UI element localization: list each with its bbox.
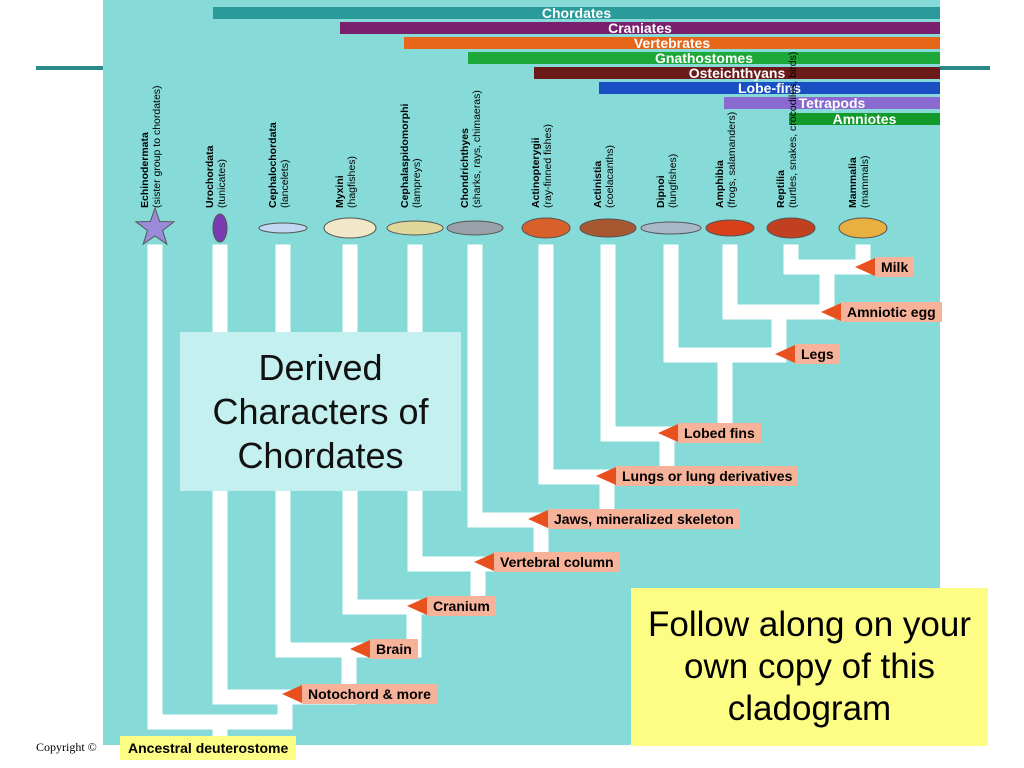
sea-star-icon	[134, 206, 176, 246]
character-arrow-icon	[596, 467, 616, 485]
lancelet-icon	[258, 222, 308, 234]
taxon-common-name: (lungfishes)	[667, 153, 679, 208]
derived-character-cranium: Cranium	[427, 596, 496, 616]
follow-along-text: Follow along on your own copy of this cl…	[648, 605, 971, 728]
clade-bar-osteichthyans: Osteichthyans	[534, 65, 940, 81]
character-arrow-icon	[282, 685, 302, 703]
derived-character-notochord-more: Notochord & more	[302, 684, 437, 704]
follow-along-note: Follow along on your own copy of this cl…	[631, 588, 988, 746]
clade-bar-label: Vertebrates	[633, 35, 711, 51]
taxon-name: Actinistia	[592, 160, 604, 208]
taxon-common-name: (lampreys)	[411, 158, 423, 208]
taxon-common-name: (lancelets)	[279, 159, 291, 208]
clade-bar-chordates: Chordates	[213, 5, 940, 21]
ancestral-deuterostome-label: Ancestral deuterostome	[120, 736, 297, 760]
clade-bar-label: Osteichthyans	[688, 65, 786, 81]
derived-character-lungs-or-lung-derivatives: Lungs or lung derivatives	[616, 466, 799, 486]
taxon-name: Chondrichthyes	[459, 128, 471, 208]
derived-character-lobed-fins: Lobed fins	[678, 423, 761, 443]
clade-bar-vertebrates: Vertebrates	[404, 35, 940, 51]
lamprey-icon	[386, 220, 444, 236]
derived-character-brain: Brain	[370, 639, 418, 659]
taxon-name: Dipnoi	[655, 175, 667, 208]
taxon-name: Urochordata	[204, 145, 216, 208]
character-arrow-icon	[474, 553, 494, 571]
clade-bar-amniotes: Amniotes	[789, 111, 940, 127]
taxon-name: Myxini	[334, 175, 346, 208]
character-arrow-icon	[658, 424, 678, 442]
taxon-common-name: (tunicates)	[216, 158, 228, 208]
taxon-name: Cephalochordata	[267, 122, 279, 208]
lungfish-icon	[640, 221, 702, 235]
taxon-name: Reptilia	[775, 170, 787, 208]
taxon-name: Echinodermata	[139, 132, 151, 208]
derived-character-amniotic-egg: Amniotic egg	[841, 302, 942, 322]
copyright-notice: Copyright ©	[36, 740, 97, 754]
clade-bar-label: Lobe-fins	[738, 80, 801, 96]
taxon-name: Mammalia	[847, 157, 859, 208]
leopard-icon	[838, 217, 888, 239]
salamander-icon	[705, 219, 755, 237]
character-arrow-icon	[350, 640, 370, 658]
snake-icon	[766, 217, 816, 239]
clade-bar-label: Gnathostomes	[654, 50, 753, 66]
taxon-common-name: (mammals)	[859, 155, 871, 209]
shark-icon	[446, 220, 504, 236]
taxon-common-name: (hagfishes)	[346, 156, 358, 208]
character-arrow-icon	[775, 345, 795, 363]
clade-bar-label: Craniates	[608, 20, 672, 36]
character-arrow-icon	[528, 510, 548, 528]
clade-bar-craniates: Craniates	[340, 20, 940, 36]
derived-character-vertebral-column: Vertebral column	[494, 552, 620, 572]
taxon-name: Cephalaspidomorphi	[399, 103, 411, 208]
derived-character-milk: Milk	[875, 257, 915, 277]
taxon-common-name: (turtles, snakes, crocodiles, birds)	[787, 51, 799, 208]
coelacanth-icon	[579, 218, 637, 238]
derived-character-jaws-mineralized-skeleton: Jaws, mineralized skeleton	[548, 509, 740, 529]
taxon-common-name: (sister group to chordates)	[151, 85, 163, 208]
taxon-common-name: (ray-finned fishes)	[542, 123, 554, 208]
clade-bar-gnathostomes: Gnathostomes	[468, 50, 940, 66]
slide-rule-left	[36, 66, 106, 70]
slide-title: Derived Characters of Chordates	[180, 332, 461, 491]
ray-finned-fish-icon	[521, 217, 571, 239]
slide-title-text: Derived Characters of Chordates	[212, 346, 429, 476]
hagfish-icon	[323, 217, 377, 239]
taxon-common-name: (coelacanths)	[604, 144, 616, 208]
taxon-name: Actinopterygii	[530, 137, 542, 208]
derived-character-legs: Legs	[795, 344, 840, 364]
clade-bar-label: Chordates	[541, 5, 612, 21]
taxon-common-name: (frogs, salamanders)	[726, 111, 738, 208]
taxon-name: Amphibia	[714, 160, 726, 208]
character-arrow-icon	[407, 597, 427, 615]
taxon-common-name: (sharks, rays, chimaeras)	[471, 90, 483, 208]
clade-bar-tetrapods: Tetrapods	[724, 95, 940, 111]
clade-bar-label: Tetrapods	[798, 95, 866, 111]
clade-bar-lobe-fins: Lobe-fins	[599, 80, 940, 96]
tunicate-icon	[212, 213, 228, 243]
character-arrow-icon	[821, 303, 841, 321]
slide-rule-right	[938, 66, 990, 70]
character-arrow-icon	[855, 258, 875, 276]
clade-bar-label: Amniotes	[832, 111, 897, 127]
